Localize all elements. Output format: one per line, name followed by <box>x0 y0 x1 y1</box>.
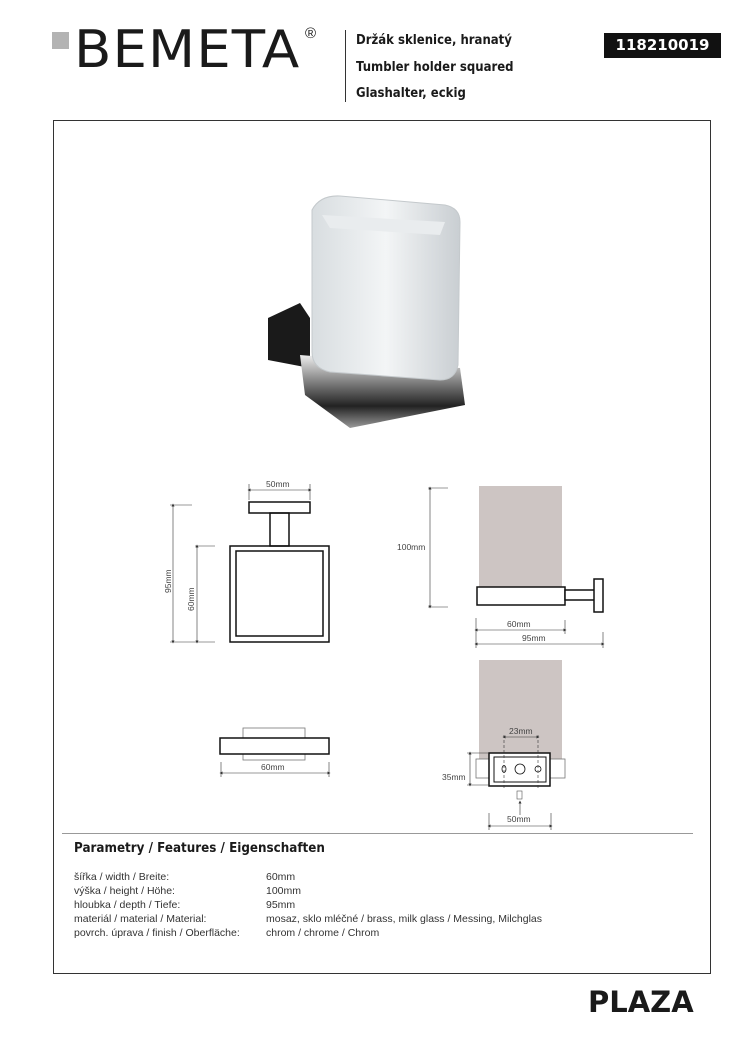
logo-square <box>52 32 69 49</box>
dim-front-height-total: 95mm <box>163 569 173 593</box>
product-photo <box>268 195 465 428</box>
feature-value: mosaz, sklo mléčné / brass, milk glass /… <box>266 913 542 925</box>
dim-back-holes: 23mm <box>509 726 533 736</box>
title-cz: Držák sklenice, hranatý <box>356 33 512 48</box>
feature-label: materiál / material / Material: <box>74 913 207 925</box>
side-view <box>476 486 604 613</box>
product-code: 118210019 <box>604 33 721 58</box>
dim-side-depth-glass: 60mm <box>507 619 531 629</box>
feature-label: šířka / width / Breite: <box>74 871 170 883</box>
dim-back-plate-height: 35mm <box>442 772 466 782</box>
brand-logo: BEMETA <box>74 20 301 80</box>
feature-value: 95mm <box>266 899 296 911</box>
top-view <box>219 727 330 761</box>
registered-mark: ® <box>305 25 317 42</box>
feature-value: 100mm <box>266 885 302 897</box>
back-view <box>475 660 566 800</box>
dim-front-height-glass: 60mm <box>186 587 196 611</box>
dim-side-depth-total: 95mm <box>522 633 546 643</box>
front-view <box>229 501 330 643</box>
dim-side-height: 100mm <box>397 542 425 552</box>
section-divider <box>62 833 693 834</box>
feature-label: výška / height / Höhe: <box>74 885 175 897</box>
dim-front-width: 50mm <box>266 479 290 489</box>
feature-label: povrch. úprava / finish / Oberfläche: <box>74 927 240 939</box>
features-title: Parametry / Features / Eigenschaften <box>74 841 325 856</box>
feature-label: hloubka / depth / Tiefe: <box>74 899 181 911</box>
header-divider <box>345 30 346 102</box>
dim-top-width: 60mm <box>261 762 285 772</box>
feature-value: 60mm <box>266 871 296 883</box>
content-frame <box>53 120 711 974</box>
dim-back-plate-width: 50mm <box>507 814 531 824</box>
series-name: PLAZA <box>588 985 694 1019</box>
title-en: Tumbler holder squared <box>356 60 514 75</box>
feature-value: chrom / chrome / Chrom <box>266 927 380 939</box>
title-de: Glashalter, eckig <box>356 86 466 101</box>
